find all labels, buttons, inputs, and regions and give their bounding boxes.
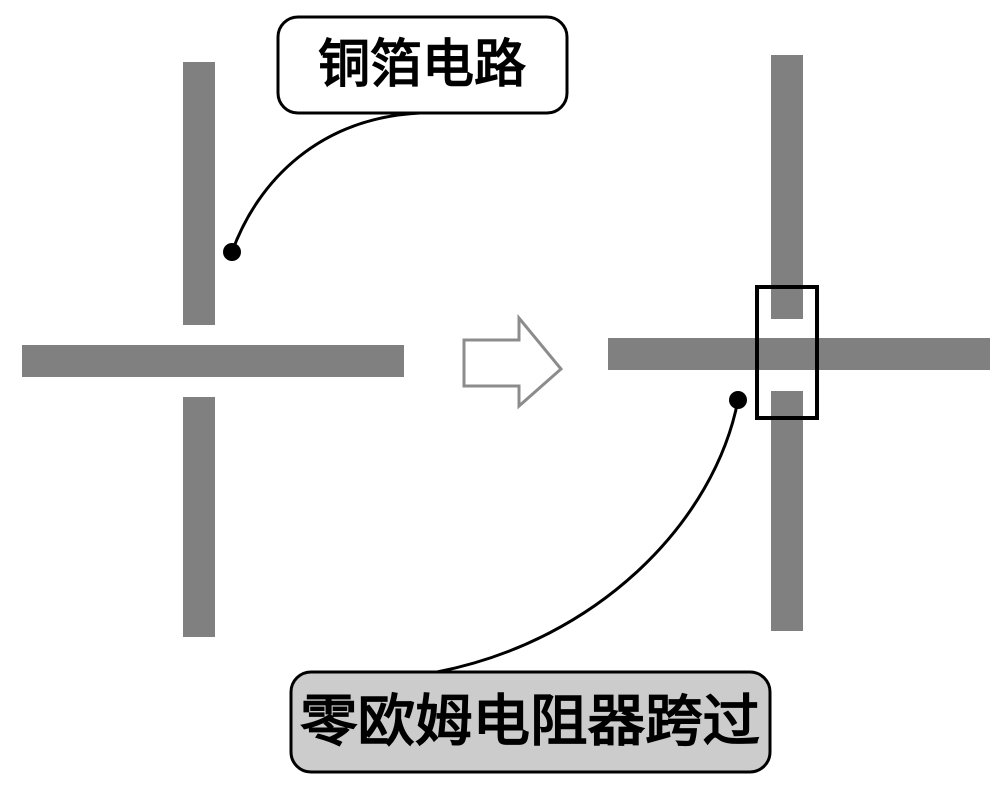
copper-trace-label: 铜箔电路 [318,35,527,95]
copper-trace-leader-dot [223,243,241,261]
zero-ohm-callout: 零欧姆电阻器跨过 [289,391,772,774]
copper-trace-label-box [276,15,569,115]
right-horizontal-trace [608,338,990,370]
zero-ohm-label: 零欧姆电阻器跨过 [300,690,760,755]
right-crossing [608,55,990,631]
left-horizontal-trace [22,345,404,377]
zero-ohm-label-box [289,670,772,774]
right-vertical-trace-top [771,55,803,319]
zero-ohm-resistor-outline [755,285,819,420]
left-vertical-trace-bottom [183,397,215,637]
right-vertical-trace-bottom [771,391,803,631]
right-arrow-outline-icon [462,313,564,410]
zero-ohm-leader-dot [729,391,747,409]
left-crossing [22,62,404,637]
zero-ohm-leader-line [436,399,740,674]
copper-trace-leader-line [230,111,421,253]
copper-trace-callout: 铜箔电路 [223,15,569,261]
left-vertical-trace-top [183,62,215,325]
